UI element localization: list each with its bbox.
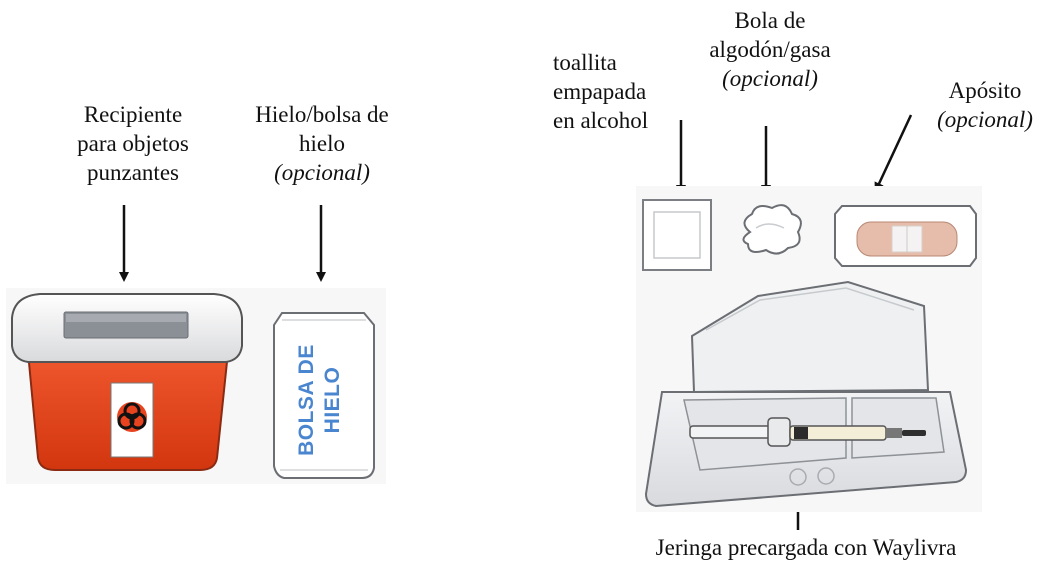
sharps-container-label: Recipiente para objetos punzantes bbox=[77, 102, 189, 185]
alcohol-wipe-icon bbox=[642, 199, 712, 271]
syringe-tray-icon bbox=[644, 280, 968, 508]
syringe-label: Jeringa precargada con Waylivra bbox=[655, 535, 957, 560]
ice-pack-icon bbox=[273, 312, 375, 479]
bandage-icon bbox=[834, 205, 977, 267]
arrow-bandage bbox=[874, 114, 913, 193]
sharps-container-icon bbox=[11, 293, 243, 471]
alcohol-wipe-label: toallita empapada en alcohol bbox=[553, 50, 649, 133]
ice-pack-text: BOLSA DE HIELO bbox=[295, 344, 344, 456]
cotton-ball-icon bbox=[742, 204, 802, 255]
biohazard-icon bbox=[110, 382, 154, 458]
ice-pack-label: Hielo/bolsa de hielo (opcional) bbox=[255, 102, 389, 185]
cotton-ball-label: Bola de algodón/gasa (opcional) bbox=[709, 8, 831, 91]
bandage-label: Apósito (opcional) bbox=[937, 78, 1033, 132]
